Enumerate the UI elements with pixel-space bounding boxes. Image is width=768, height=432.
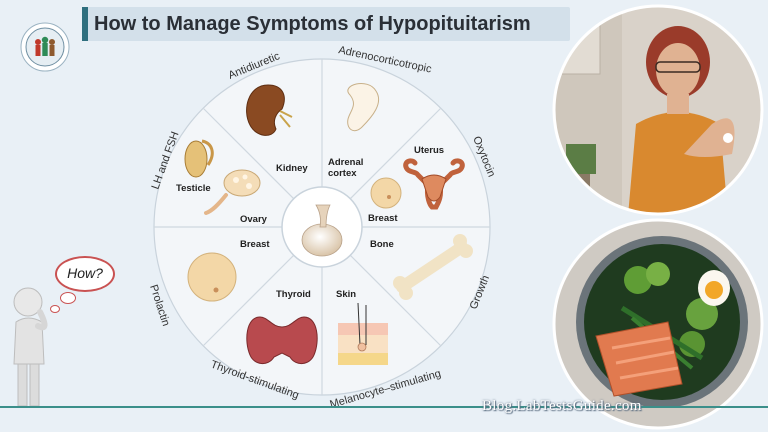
thought-bubble-text: How? [67, 265, 103, 281]
ring-label-antidiuretic: Antidiuretic [227, 50, 282, 82]
ring-label-prolactin: Prolactin [147, 283, 172, 327]
testicle-icon [184, 139, 214, 178]
bone-icon [393, 234, 473, 300]
footer-divider [0, 406, 768, 408]
organ-label-uterus: Uterus [414, 145, 444, 156]
kidney-icon [246, 84, 293, 136]
uterus-icon [403, 158, 465, 210]
ovary-icon [204, 169, 261, 215]
organ-label-skin: Skin [336, 289, 356, 300]
ring-label-oxytocin: Oxytocin [470, 135, 497, 179]
ring-label-lh-fsh: LH and FSH [150, 130, 182, 191]
thought-bubble-dot-small [50, 305, 60, 313]
ring-label-melanocyte: Melanocyte–stimulating [329, 368, 443, 411]
thought-bubble: How? [55, 256, 115, 292]
organ-label-bone: Bone [370, 239, 394, 250]
thought-bubble-dot-large [60, 292, 76, 304]
pituitary-gland-icon [301, 204, 343, 257]
title-banner: How to Manage Symptoms of Hypopituitaris… [82, 7, 570, 41]
breast-right-icon [370, 177, 402, 209]
organ-label-thyroid: Thyroid [276, 289, 311, 300]
page-title: How to Manage Symptoms of Hypopituitaris… [94, 13, 531, 35]
organ-label-ovary: Ovary [240, 214, 268, 225]
hormone-wheel-diagram: Kidney Adrenal cortex Uterus Breast Bone… [153, 58, 491, 396]
site-logo-icon [20, 22, 70, 72]
organ-label-testicle: Testicle [176, 183, 211, 194]
thyroid-icon [246, 316, 318, 364]
organ-label-breast-left: Breast [240, 239, 270, 250]
woman-taking-pill-photo [552, 4, 764, 216]
skin-layers-icon [338, 302, 388, 365]
thinking-person-icon [13, 287, 48, 407]
healthy-food-bowl-photo [552, 218, 764, 430]
organ-label-adrenal-1: Adrenal [328, 157, 363, 168]
footer-url[interactable]: Blog.LabTestsGuide.com [482, 398, 642, 414]
title-accent-bar [82, 7, 88, 41]
breast-left-icon [187, 252, 237, 302]
organ-label-kidney: Kidney [276, 163, 308, 174]
organ-label-breast-right: Breast [368, 213, 398, 224]
organ-label-adrenal-2: cortex [328, 168, 357, 179]
ring-label-adrenocorticotropic: Adrenocorticotropic [337, 44, 433, 76]
adrenal-gland-icon [347, 82, 380, 132]
ring-label-thyroid-stimulating: Thyroid-stimulating [209, 359, 300, 402]
ring-label-growth: Growth [468, 274, 492, 311]
